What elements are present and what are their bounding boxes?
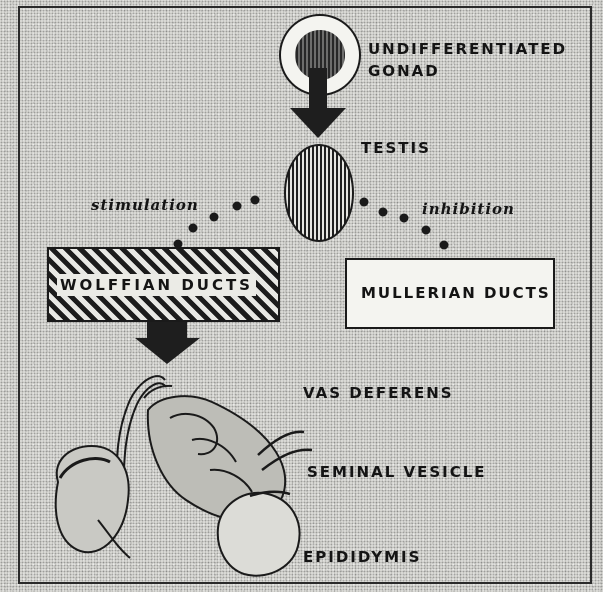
epididymis-label: EPIDIDYMIS — [303, 548, 421, 566]
inhibition-label: inhibition — [422, 200, 515, 218]
testis-label: TESTIS — [361, 139, 431, 157]
male-reproductive-tract-illustration — [56, 376, 312, 576]
development-arrow — [135, 322, 200, 364]
wolffian-ducts-label: WOLFFIAN DUCTS — [57, 274, 256, 296]
vas-deferens-label: VAS DEFERENS — [303, 384, 454, 402]
mullerian-ducts-label: MULLERIAN DUCTS — [361, 284, 551, 302]
undifferentiated-gonad-label: UNDIFFERENTIATED GONAD — [368, 38, 567, 82]
testis-symbol — [285, 145, 353, 241]
stimulation-label: stimulation — [91, 196, 199, 214]
wolffian-ducts-box: WOLFFIAN DUCTS — [47, 247, 280, 322]
mullerian-ducts-box: MULLERIAN DUCTS — [345, 258, 555, 329]
seminal-vesicle-label: SEMINAL VESICLE — [307, 463, 487, 481]
